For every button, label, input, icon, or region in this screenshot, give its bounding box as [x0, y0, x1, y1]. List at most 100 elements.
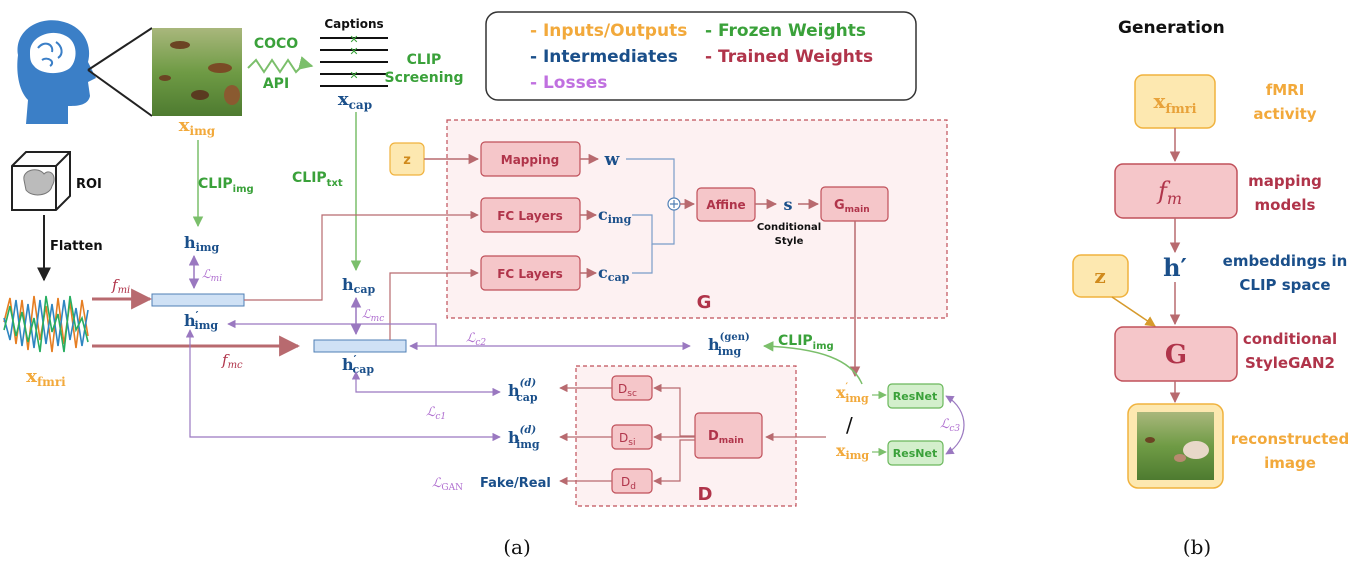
c-img-label: cimg [598, 205, 632, 226]
lc3-arrow [945, 395, 965, 455]
legend-frozen: - Frozen Weights [705, 21, 866, 41]
generation-title: Generation [1118, 18, 1225, 38]
resnet-label-2: ResNet [893, 447, 937, 460]
h-img-label: himg [184, 233, 219, 254]
concat-plus-glyph [670, 200, 678, 208]
conditional-label: Conditional [757, 222, 821, 233]
zoom-lines [87, 27, 153, 117]
b-reconstructed-image [1127, 403, 1224, 489]
resnet-label-1: ResNet [893, 390, 937, 403]
b-emb-label-1: embeddings in [1223, 252, 1348, 270]
caption-lines: ✕ ✕ ✕ [320, 33, 388, 87]
s-label: s [783, 195, 792, 214]
l-mc-label: ℒmc [362, 307, 384, 324]
h-cap-label: hcap [342, 275, 375, 296]
b-z-box [1072, 254, 1129, 298]
b-fmri-label-1: fMRI [1266, 81, 1305, 99]
brain-roi-cube-icon [11, 151, 71, 211]
slash-label: / [846, 413, 853, 437]
d-sc-label: Dsc [618, 382, 637, 399]
c-cap-label: ccap [598, 263, 630, 284]
legend-trained: - Trained Weights [705, 47, 873, 67]
l-c3-label: ℒc3 [940, 417, 960, 434]
resnet-box-2 [887, 440, 944, 466]
b-fmri-label-2: activity [1253, 105, 1316, 123]
g-main-box [820, 186, 889, 222]
l-c1-label: ℒc1 [426, 405, 446, 422]
l-gan-label: ℒGAN [432, 476, 463, 493]
svg-text:✕: ✕ [349, 33, 358, 46]
clip-screening-label-1: CLIP [407, 52, 442, 68]
h-img-prime-label: h′img [184, 309, 218, 332]
mapping-label: Mapping [501, 153, 559, 167]
lc1-cap-arrow [351, 371, 501, 397]
fmri-signal-icon [3, 295, 89, 353]
z-label: z [403, 153, 411, 168]
b-emb-label-2: CLIP space [1239, 276, 1330, 294]
w-label: w [604, 150, 620, 170]
flatten-label: Flatten [50, 239, 103, 254]
captions-title: Captions [324, 17, 383, 31]
x-fmri-label: xfmri [26, 366, 66, 389]
hcap-to-fc-arrow [389, 268, 479, 340]
x-img-prime-label: x′img [836, 382, 869, 405]
b-cond-label-1: conditional [1243, 330, 1337, 348]
roi-label: ROI [76, 177, 102, 192]
d-main-label: Dmain [708, 429, 744, 446]
img-projection-bar [151, 293, 245, 307]
l-mi-label: ℒmi [202, 267, 222, 284]
dmain-to-dd-arrow [653, 439, 695, 486]
b-h-prime-label: h′ [1163, 253, 1187, 282]
caption-b: (b) [1183, 535, 1211, 559]
svg-text:✕: ✕ [349, 45, 358, 58]
x-cap-label: xcap [338, 89, 372, 112]
himg-to-fc-arrow [244, 210, 479, 301]
affine-label: Affine [706, 198, 745, 212]
fc-layers-img-label: FC Layers [497, 209, 563, 223]
c-cap-concat-line [632, 244, 653, 274]
l-c2-label: ℒc2 [466, 331, 486, 348]
h-img-d-label: h(d)img [508, 425, 540, 451]
lc1-img-arrow [185, 329, 501, 442]
svg-text:✕: ✕ [349, 69, 358, 82]
d-d-label: Dd [621, 475, 636, 492]
style-label: Style [775, 236, 804, 247]
resnet-box-1 [887, 383, 944, 409]
b-recon-label-1: reconstructed [1231, 430, 1350, 448]
fc-layers-cap-label: FC Layers [497, 267, 563, 281]
coco-zigzag-arrow [247, 56, 314, 74]
b-mapping-label-2: models [1255, 196, 1316, 214]
x-img-real-label: ximg [836, 441, 869, 462]
fake-real-label: Fake/Real [480, 476, 551, 491]
b-z-label: z [1094, 264, 1105, 288]
clip-img-label: CLIPimg [198, 176, 254, 195]
clip-img-back-label: CLIPimg [778, 333, 834, 352]
b-cond-label-2: StyleGAN2 [1245, 354, 1335, 372]
b-mapping-label-1: mapping [1248, 172, 1322, 190]
photo-thumbnail [152, 28, 242, 116]
h-cap-prime-label: h′cap [342, 353, 374, 376]
dmain-to-dsc-arrow [653, 383, 695, 437]
legend-io: - Inputs/Outputs [530, 21, 687, 41]
g-main-label: Gmain [834, 198, 870, 215]
legend-intermediate: - Intermediates [530, 47, 678, 67]
b-fm-box [1114, 163, 1238, 219]
f-mc-label: fmc [221, 351, 243, 371]
w-concat-line [626, 158, 675, 198]
f-mi-label: fmi [111, 276, 130, 296]
clip-txt-label: CLIPtxt [292, 170, 343, 189]
h-cap-d-label: h(d)cap [508, 378, 538, 404]
coco-label: COCO [254, 36, 298, 52]
human-head-brain-icon [17, 20, 96, 124]
generator-label: G [697, 292, 712, 313]
b-g-box [1114, 326, 1238, 382]
clip-img-back-arrow [762, 341, 863, 385]
api-label: API [263, 76, 289, 92]
legend: - Inputs/Outputs - Frozen Weights - Inte… [485, 11, 917, 101]
b-z-arrow [1111, 296, 1156, 327]
h-img-gen-label: h(gen)img [708, 332, 750, 358]
legend-losses: - Losses [530, 73, 607, 93]
caption-a: (a) [503, 535, 531, 559]
